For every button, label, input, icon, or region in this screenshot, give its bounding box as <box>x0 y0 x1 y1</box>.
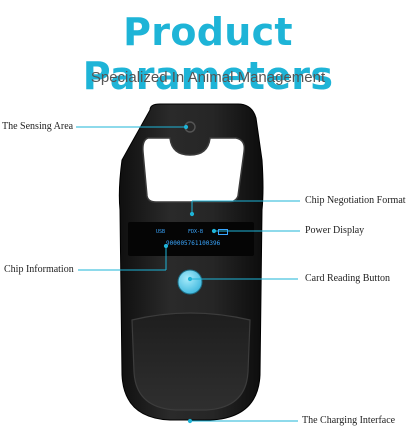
screen-mode: FDX-B <box>188 229 204 235</box>
callout-card-reading-button: Card Reading Button <box>305 273 390 284</box>
screen-chip-id: 900005761100396 <box>166 240 221 247</box>
callout-sensing-area: The Sensing Area <box>2 121 74 132</box>
display-screen <box>128 222 254 256</box>
callout-power-display: Power Display <box>305 225 365 236</box>
page-title: Product Parameters <box>82 10 334 98</box>
lower-panel <box>131 312 251 411</box>
handle-opening <box>142 137 246 203</box>
card-reading-button <box>177 269 203 295</box>
callout-chip-information: Chip Information <box>4 264 74 275</box>
callout-chip-negotiation-format: Chip Negotiation Format <box>305 195 406 206</box>
page-subtitle: Specialized In Animal Management <box>90 69 326 86</box>
callout-charging-interface: The Charging Interface <box>302 415 396 426</box>
screen-format: USB <box>156 229 166 235</box>
screen-battery-icon <box>218 229 228 235</box>
